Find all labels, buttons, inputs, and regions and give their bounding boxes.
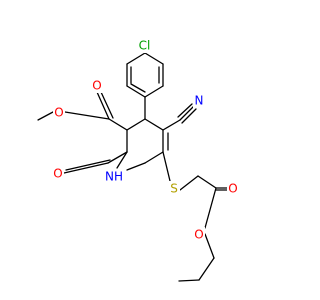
bond-line xyxy=(204,187,217,229)
propyl-carbonyl-oxygen-label: O xyxy=(228,182,237,196)
bond-line xyxy=(126,118,146,131)
nh-bg xyxy=(102,169,126,184)
ester-ether-oxygen-label: O xyxy=(54,106,63,120)
o-propyl-carbonyl-bg xyxy=(227,181,239,196)
ester-carbonyl-oxygen-label: O xyxy=(92,79,101,93)
bond-line xyxy=(181,108,197,124)
nitrile-nitrogen-label: N xyxy=(195,94,204,108)
bond-line xyxy=(64,111,110,120)
bond-line xyxy=(144,85,164,98)
chlorine-label: Cl xyxy=(139,39,151,53)
bond-line xyxy=(204,233,215,259)
bond-line xyxy=(108,118,128,131)
bond-lines xyxy=(37,52,229,282)
propyl-ether-oxygen-label: O xyxy=(194,228,203,242)
bond-line xyxy=(96,91,110,120)
o-ester-ether-bg xyxy=(53,105,65,120)
bond-line xyxy=(126,52,146,65)
bond-line xyxy=(107,151,128,164)
bond-line xyxy=(126,162,146,171)
molecule-structure: Cl O O O NH N S O O xyxy=(37,38,239,282)
bond-line xyxy=(179,105,195,121)
bond-line xyxy=(179,175,199,191)
bond-line xyxy=(197,175,217,189)
bond-line xyxy=(116,151,128,169)
bond-line xyxy=(178,279,200,282)
bond-line xyxy=(162,119,181,131)
atom-labels: Cl O O O NH N S O O xyxy=(52,38,239,242)
bond-line xyxy=(126,85,146,98)
n-nitrile-bg xyxy=(193,93,205,108)
bond-line xyxy=(144,52,164,65)
o-propyl-ether-bg xyxy=(193,227,205,242)
bond-line xyxy=(144,151,164,164)
bond-line xyxy=(144,118,164,131)
bond-line xyxy=(100,91,114,119)
o-lactam-bg xyxy=(52,166,64,181)
bond-line xyxy=(37,111,54,121)
bond-line xyxy=(63,162,109,174)
bond-line xyxy=(177,103,193,118)
cl-label-bg xyxy=(136,38,153,53)
bond-line xyxy=(65,159,111,171)
bond-line xyxy=(130,83,146,93)
s-bg xyxy=(168,181,180,196)
sulfur-label: S xyxy=(170,182,178,196)
nh-label: NH xyxy=(105,170,123,184)
o-ester-carbonyl-bg xyxy=(91,78,103,93)
lactam-oxygen-label: O xyxy=(53,167,62,181)
bond-line xyxy=(162,151,171,182)
bond-line xyxy=(198,257,215,281)
